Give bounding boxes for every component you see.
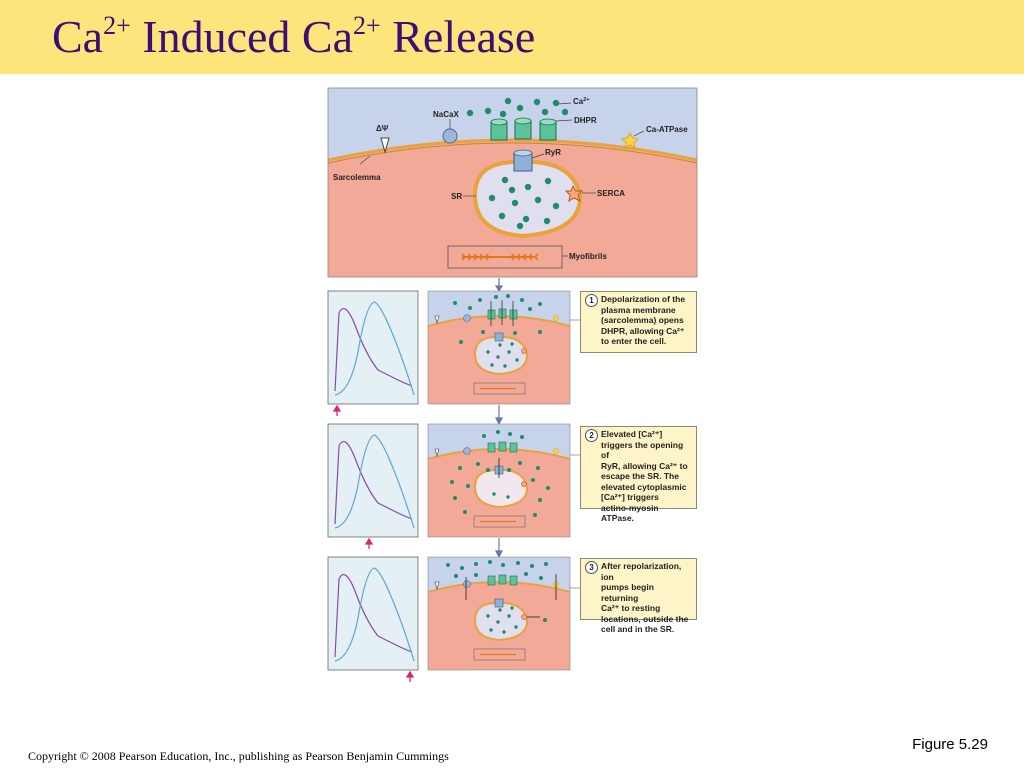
- ca-atpase-pump: [621, 132, 639, 149]
- calcium-transient-trace: [334, 301, 415, 396]
- calcium-transient-trace: [334, 434, 415, 529]
- graph-panel-3: [327, 556, 419, 671]
- step-2-number: 2: [585, 429, 598, 442]
- title-part-superscript-1: 2+: [103, 11, 131, 40]
- label-sarcolemma: Sarcolemma: [333, 173, 381, 182]
- figure-label: Figure 5.29: [912, 736, 988, 753]
- label-myofibrils: Myofibrils: [569, 252, 607, 261]
- step-3-text: After repolarization, ion pumps begin re…: [601, 561, 689, 634]
- graph-panel-2: [327, 423, 419, 538]
- title-part-ca: Ca: [52, 11, 104, 62]
- cell-panel-1: [427, 290, 571, 405]
- action-potential-trace: [334, 441, 413, 525]
- myofibrils: [447, 245, 563, 269]
- calcium-transient-trace: [334, 567, 415, 662]
- label-serca: SERCA: [597, 189, 625, 198]
- graph-panel-1: [327, 290, 419, 405]
- label-dhpr: DHPR: [574, 116, 597, 125]
- cell-panel-2: [427, 423, 571, 538]
- step-1-text: Depolarization of the plasma membrane (s…: [601, 294, 686, 346]
- title-bar: [0, 0, 1024, 74]
- time-markers: [332, 404, 415, 682]
- title-part-release: Release: [380, 11, 536, 62]
- slide-title: Ca2+ Induced Ca2+ Release: [52, 10, 535, 71]
- cell-panel-3: [427, 556, 571, 671]
- label-ca-atpase: Ca-ATPase: [646, 125, 688, 134]
- flow-arrows: [494, 278, 504, 559]
- label-leaders: [359, 102, 645, 257]
- step-1-number: 1: [585, 294, 598, 307]
- label-ryr: RyR: [545, 148, 561, 157]
- dhpr-channels: [490, 117, 557, 141]
- serca-pump: [564, 184, 584, 202]
- action-potential-trace: [334, 308, 413, 392]
- step-3-number: 3: [585, 561, 598, 574]
- label-nacax: NaCaX: [433, 110, 459, 119]
- label-delta-psi: ΔΨ: [376, 124, 389, 133]
- callout-connectors: [570, 319, 580, 589]
- title-part-induced-ca: Induced Ca: [130, 11, 354, 62]
- label-sr: SR: [451, 192, 462, 201]
- copyright-notice: Copyright © 2008 Pearson Education, Inc.…: [28, 749, 449, 763]
- action-potential-trace: [334, 574, 413, 658]
- title-part-superscript-2: 2+: [353, 11, 381, 40]
- voltage-sensor: [380, 137, 390, 154]
- step-2-text: Elevated [Ca²⁺] triggers the opening of …: [601, 429, 688, 523]
- label-ca: Ca2+: [573, 97, 590, 106]
- nacax-exchanger: [442, 128, 458, 144]
